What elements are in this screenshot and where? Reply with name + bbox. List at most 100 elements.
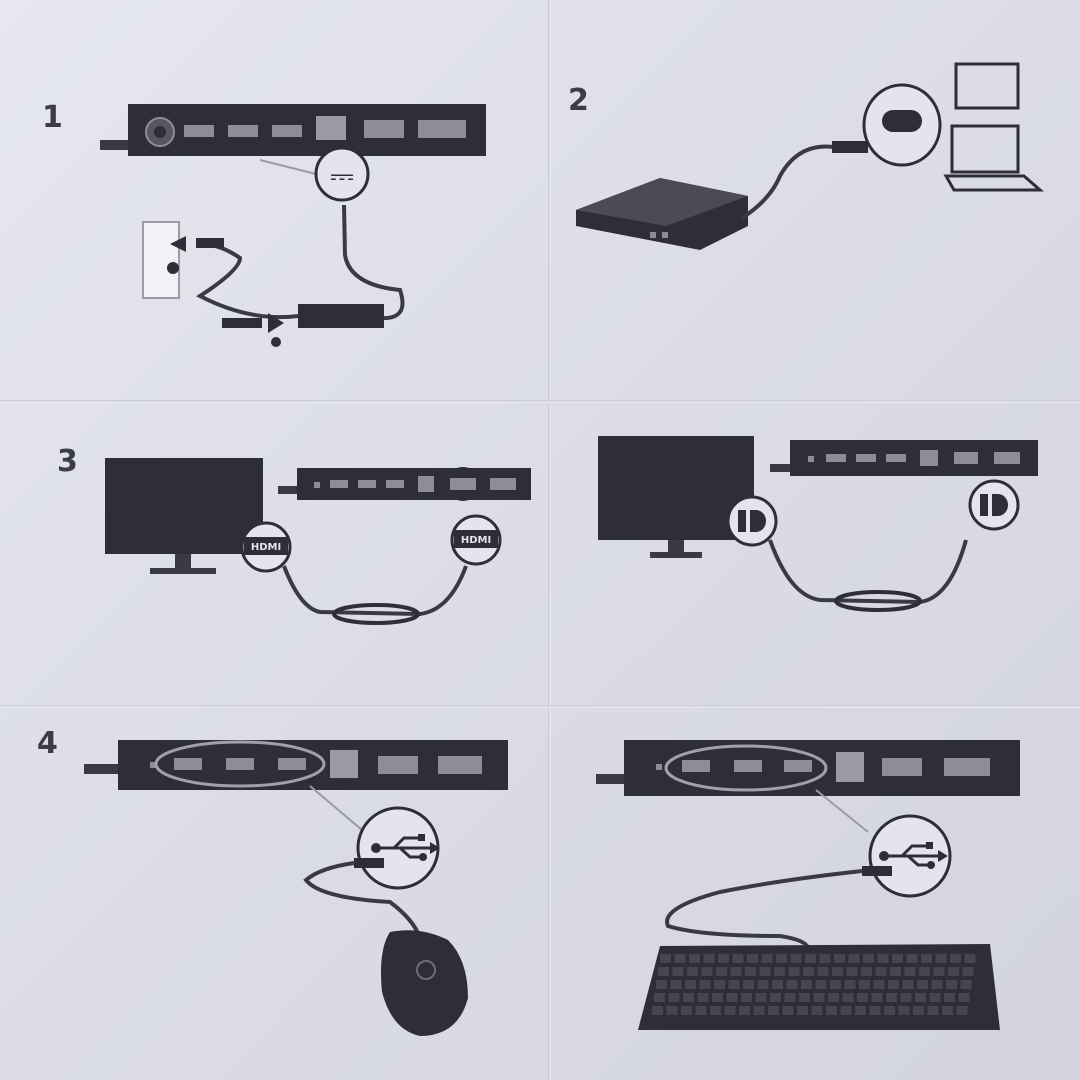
keyboard-key — [944, 993, 955, 1002]
keyboard-key — [674, 954, 686, 963]
svg-text:⎓: ⎓ — [330, 159, 354, 194]
keyboard-key — [950, 954, 961, 963]
keyboard-keys — [652, 954, 976, 1015]
keyboard-key — [757, 980, 769, 989]
keyboard-key — [919, 967, 930, 976]
keyboard-key — [840, 1006, 852, 1015]
step-4-mouse-illustration — [84, 740, 508, 1036]
keyboard-key — [774, 967, 785, 976]
keyboard-key — [931, 980, 943, 989]
keyboard-key — [782, 1006, 794, 1015]
keyboard-key — [884, 1006, 895, 1015]
keyboard-key — [875, 967, 887, 976]
keyboard-key — [784, 993, 796, 1002]
keyboard-key — [832, 967, 843, 976]
wall-outlet — [142, 221, 180, 299]
keyboard-key — [759, 967, 771, 976]
keyboard-key — [855, 1006, 866, 1015]
keyboard-key — [755, 993, 767, 1002]
keyboard-key — [801, 980, 812, 989]
keyboard-key — [834, 954, 845, 963]
keyboard-key — [652, 1006, 663, 1015]
keyboard-key — [743, 980, 754, 989]
keyboard-key — [817, 967, 829, 976]
keyboard-key — [672, 967, 684, 976]
keyboard-key — [654, 993, 665, 1002]
power-cable — [342, 204, 405, 321]
keyboard-key — [946, 980, 957, 989]
laptop-icon — [950, 124, 1020, 174]
fold-line-horizontal-1 — [0, 400, 1080, 403]
keyboard-key — [861, 967, 872, 976]
keyboard-key — [788, 967, 800, 976]
keyboard-key — [933, 967, 945, 976]
keyboard-key — [739, 1006, 750, 1015]
keyboard-key — [770, 993, 781, 1002]
keyboard-key — [666, 1006, 678, 1015]
keyboard-key — [689, 954, 700, 963]
keyboard-key — [753, 1006, 765, 1015]
monitor-hdmi — [105, 458, 263, 554]
keyboard-key — [815, 980, 827, 989]
keyboard-key — [819, 954, 831, 963]
keyboard-key — [828, 993, 839, 1002]
keyboard-key — [732, 954, 744, 963]
fold-line-horizontal-2 — [0, 705, 1080, 708]
step-3-hdmi-illustration: HDMI HDMI — [105, 458, 531, 625]
keyboard-key — [904, 967, 916, 976]
keyboard-key — [745, 967, 756, 976]
keyboard-key — [699, 980, 711, 989]
keyboard-key — [805, 954, 816, 963]
fold-line-vertical — [548, 0, 551, 1080]
keyboard-key — [846, 967, 858, 976]
keyboard-key — [697, 993, 709, 1002]
hdmi-logo-label: HDMI — [251, 542, 281, 553]
keyboard-key — [848, 954, 860, 963]
usb-c-cable — [740, 144, 841, 220]
keyboard-key — [844, 980, 856, 989]
keyboard-key — [718, 954, 729, 963]
keyboard-key — [730, 967, 742, 976]
power-symbol-callout — [314, 146, 370, 202]
keyboard-key — [658, 967, 669, 976]
keyboard-key — [747, 954, 758, 963]
keyboard-key — [772, 980, 783, 989]
keyboard-key — [712, 993, 723, 1002]
keyboard-key — [660, 954, 671, 963]
keyboard-key — [670, 980, 682, 989]
keyboard-cable — [665, 869, 863, 949]
keyboard-key — [888, 980, 899, 989]
keyboard-key — [871, 993, 883, 1002]
keyboard-key — [826, 1006, 837, 1015]
keyboard-key — [790, 954, 802, 963]
keyboard-key — [962, 967, 974, 976]
keyboard-key — [857, 993, 868, 1002]
keyboard-key — [873, 980, 885, 989]
keyboard-key — [681, 1006, 692, 1015]
keyboard-key — [716, 967, 727, 976]
keyboard-key — [927, 1006, 939, 1015]
keyboard-key — [898, 1006, 910, 1015]
keyboard-key — [714, 980, 725, 989]
keyboard-key — [902, 980, 914, 989]
keyboard-key — [956, 1006, 968, 1015]
step-2-illustration — [576, 62, 1044, 250]
keyboard-key — [935, 954, 947, 963]
keyboard-key — [900, 993, 912, 1002]
step-3-dp-illustration — [598, 436, 1038, 612]
keyboard-key — [960, 980, 972, 989]
keyboard-key — [917, 980, 928, 989]
keyboard-key — [687, 967, 698, 976]
usb-ports-highlight-b — [664, 744, 828, 792]
keyboard-key — [906, 954, 918, 963]
step-4-number: 4 — [37, 726, 58, 761]
keyboard-key — [803, 967, 814, 976]
keyboard-key — [668, 993, 680, 1002]
hdmi-logo-label-right: HDMI — [461, 535, 491, 546]
keyboard-key — [964, 954, 976, 963]
keyboard-key — [948, 967, 959, 976]
tablet-icon — [954, 62, 1020, 110]
keyboard-key — [741, 993, 752, 1002]
